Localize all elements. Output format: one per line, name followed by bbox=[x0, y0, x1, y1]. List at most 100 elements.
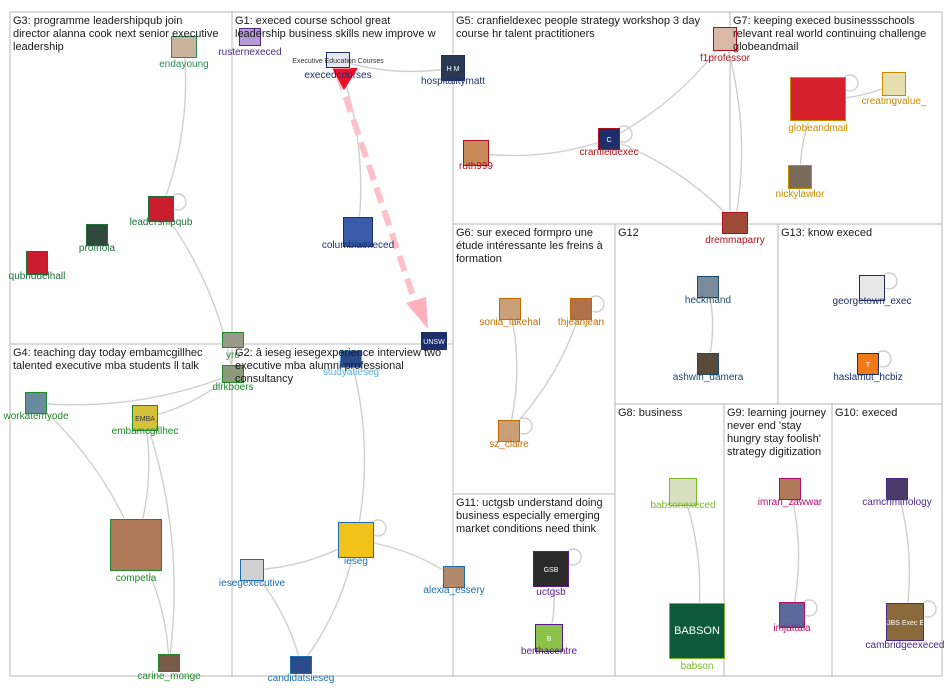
node-border-columbiaexeced bbox=[343, 217, 373, 247]
node-iesegexecutive[interactable]: iesegexecutive bbox=[219, 558, 286, 589]
node-profnola[interactable]: profnola bbox=[79, 223, 116, 254]
node-border-imjattala bbox=[779, 602, 805, 628]
node-ashwin_damera[interactable]: ashwin_damera bbox=[673, 352, 744, 383]
node-label-execedcourses: execedcourses bbox=[304, 70, 371, 81]
node-border-qubriddelhall bbox=[26, 251, 48, 275]
node-sonia_lakehal[interactable]: sonia_lakehal bbox=[479, 297, 541, 328]
node-border-creatingvalue_ bbox=[882, 72, 906, 96]
node-heckmand[interactable]: heckmand bbox=[685, 275, 731, 306]
group-title-g6: G6: sur execed formpro une bbox=[456, 227, 593, 239]
node-label-imran_zawwar: imran_zawwar bbox=[758, 497, 823, 508]
node-globeandmail[interactable]: globeandmail bbox=[788, 76, 848, 134]
node-f1professor[interactable]: f1professor bbox=[700, 26, 751, 64]
node-georgetown_exec[interactable]: georgetown_exec bbox=[833, 274, 912, 307]
group-title-g7: G7: keeping execed businessschools bbox=[733, 15, 915, 27]
node-label-nickylawlor: nickylawlor bbox=[776, 189, 826, 200]
edge-cranfieldexec-dremmaparry bbox=[608, 138, 737, 226]
group-title-g5: G5: cranfieldexec people strategy worksh… bbox=[456, 15, 700, 27]
node-execedcourses[interactable]: Executive Education Courses execedcourses bbox=[292, 51, 384, 81]
node-creatingvalue_[interactable]: creatingvalue_ bbox=[861, 71, 927, 107]
group-title-g3: leadership bbox=[13, 41, 64, 53]
node-border-babson bbox=[669, 603, 725, 659]
node-image-nickylawlor bbox=[787, 164, 813, 190]
node-endayoung[interactable]: endayoung bbox=[159, 35, 209, 70]
edge-arrowhead-unsw bbox=[406, 297, 428, 329]
edge-source-marker bbox=[332, 68, 358, 90]
node-rusternexeced[interactable]: rusternexeced bbox=[218, 27, 282, 58]
group-box-g2 bbox=[231, 343, 454, 677]
node-ieseg[interactable]: ieseg bbox=[337, 521, 375, 567]
node-carine_monge[interactable]: carine_monge bbox=[137, 653, 201, 682]
node-label-carine_monge: carine_monge bbox=[137, 671, 201, 682]
node-label-haslamut_hcbiz: haslamut_hcbiz bbox=[833, 372, 902, 383]
node-camcriminology[interactable]: camcriminology bbox=[862, 477, 932, 508]
group-title-g9: G9: learning journey bbox=[727, 407, 827, 419]
node-border-heckmand bbox=[697, 276, 719, 298]
node-label-berthacentre: berthacentre bbox=[521, 646, 578, 657]
node-columbiaexeced[interactable]: columbiaexeced bbox=[322, 216, 394, 251]
node-label-babson: babson bbox=[681, 661, 714, 672]
group-title-g3: G3: programme leadershipqub join bbox=[13, 15, 182, 27]
group-title-g8: G8: business bbox=[618, 407, 683, 419]
group-title-g9: hungry stay foolish' bbox=[727, 433, 821, 445]
node-border-unsw bbox=[421, 332, 447, 350]
node-border-execedcourses bbox=[326, 52, 350, 68]
node-image-competia bbox=[109, 518, 163, 572]
node-label-qubriddelhall: qubriddelhall bbox=[9, 271, 66, 282]
node-badge-unsw: UNSW bbox=[423, 339, 445, 346]
node-image-globeandmail bbox=[789, 76, 847, 122]
node-nickylawlor[interactable]: nickylawlor bbox=[776, 164, 826, 200]
node-border-thjeanjean bbox=[570, 298, 592, 320]
node-studyatieseg[interactable]: studyatieseg bbox=[323, 349, 379, 378]
node-imjattala[interactable]: imjattala bbox=[773, 601, 811, 634]
node-border-sz_claire bbox=[498, 420, 520, 442]
node-border-cranfieldexec bbox=[598, 128, 620, 150]
node-label-studyatieseg: studyatieseg bbox=[323, 367, 379, 378]
node-unsw[interactable]: UNSW bbox=[420, 331, 448, 351]
node-qubriddelhall[interactable]: qubriddelhall bbox=[9, 250, 66, 282]
edge-execedcourses-unsw bbox=[335, 73, 421, 312]
node-yro[interactable]: yro bbox=[221, 331, 245, 361]
node-competia[interactable]: competia bbox=[109, 518, 163, 584]
group-boxes bbox=[9, 11, 943, 677]
node-badge-execedcourses: Executive Education Courses bbox=[292, 58, 384, 65]
node-sz_claire[interactable]: sz_claire bbox=[489, 419, 529, 450]
node-border-georgetown_exec bbox=[859, 275, 885, 301]
node-label-camcriminology: camcriminology bbox=[862, 497, 931, 508]
node-dremmaparry[interactable]: dremmaparry bbox=[705, 211, 765, 246]
node-candidatsieseg[interactable]: candidatsieseg bbox=[268, 655, 335, 684]
node-imran_zawwar[interactable]: imran_zawwar bbox=[758, 477, 823, 508]
node-border-endayoung bbox=[171, 36, 197, 58]
node-badge-haslamut_hcbiz: T bbox=[866, 362, 871, 369]
group-title-g11: G11: uctgsb understand doing bbox=[456, 497, 603, 509]
node-leadershipqub[interactable]: leadershipqub bbox=[130, 195, 193, 228]
node-thjeanjean[interactable]: thjeanjean bbox=[558, 297, 604, 328]
node-border-ruth999 bbox=[463, 140, 489, 166]
node-badge-cranfieldexec: C bbox=[606, 137, 611, 144]
node-label-creatingvalue_: creatingvalue_ bbox=[861, 96, 926, 107]
node-babsonexeced[interactable]: babsonexeced bbox=[650, 477, 716, 511]
node-ruth999[interactable]: ruth999 bbox=[459, 139, 493, 172]
node-label-endayoung: endayoung bbox=[159, 59, 209, 70]
node-label-georgetown_exec: georgetown_exec bbox=[833, 296, 912, 307]
node-label-embamcgillhec: embamcgillhec bbox=[112, 426, 179, 437]
node-image-uctgsb bbox=[532, 550, 570, 588]
node-border-f1professor bbox=[713, 27, 737, 51]
node-border-leadershipqub bbox=[148, 196, 174, 222]
node-alexia_essery[interactable]: alexia_essery bbox=[423, 565, 485, 596]
group-title-g2: G2: â ieseg iesegexperience interview tw… bbox=[235, 347, 441, 359]
group-title-g4: talented executive mba students ll talk bbox=[13, 360, 199, 372]
node-workatemyode[interactable]: workatemyode bbox=[2, 391, 69, 422]
node-label-cranfieldexec: cranfieldexec bbox=[580, 147, 639, 158]
node-dirkboers[interactable]: dirkboers bbox=[212, 364, 254, 393]
node-border-yro bbox=[222, 332, 244, 348]
